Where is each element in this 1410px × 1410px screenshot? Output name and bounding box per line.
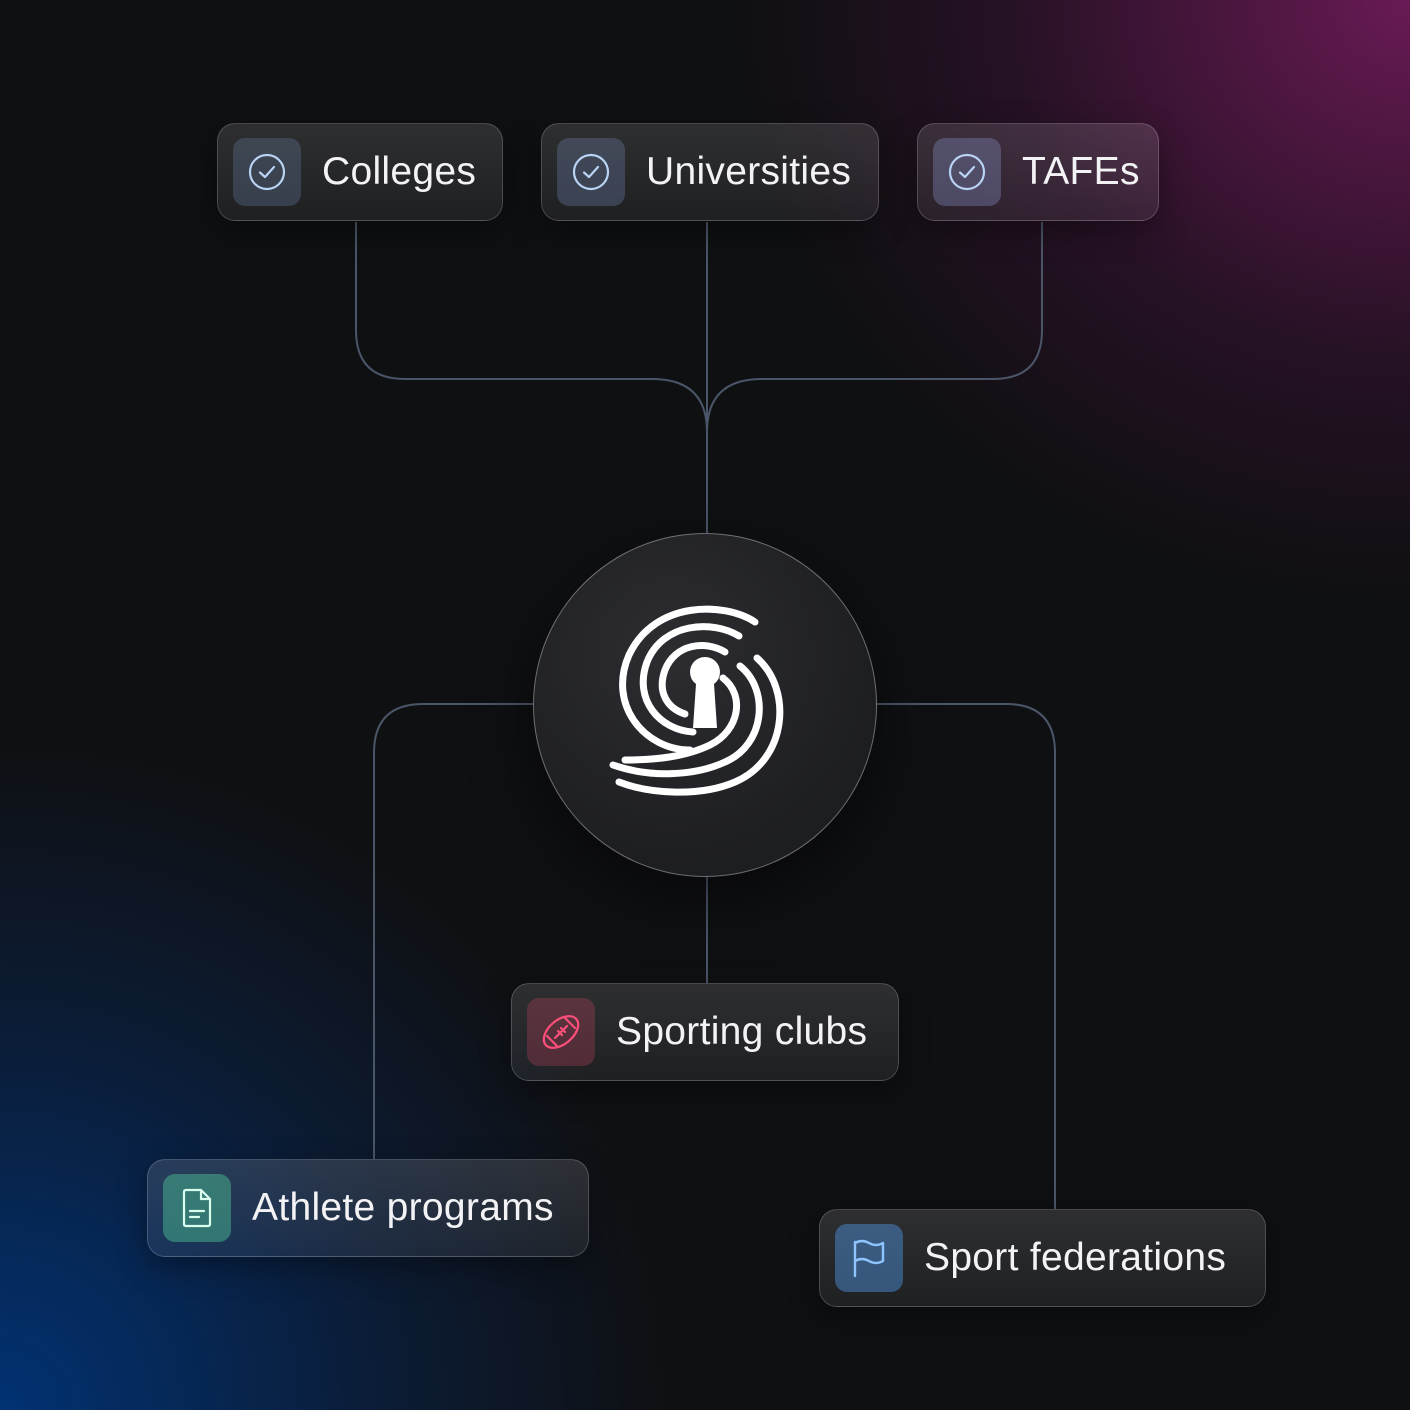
node-universities[interactable]: Universities: [541, 123, 879, 221]
flag-icon: [835, 1224, 903, 1292]
node-label: Sporting clubs: [616, 1010, 868, 1053]
document-icon: [163, 1174, 231, 1242]
node-colleges[interactable]: Colleges: [217, 123, 503, 221]
connector-colleges: [355, 222, 708, 433]
football-icon: [527, 998, 595, 1066]
connector-tafes: [706, 222, 1043, 433]
node-label: Sport federations: [924, 1236, 1227, 1279]
check-circle-icon: [557, 138, 625, 206]
check-circle-icon: [933, 138, 1001, 206]
node-label: Universities: [646, 150, 852, 193]
node-label: Athlete programs: [252, 1186, 554, 1229]
node-label: Colleges: [322, 150, 477, 193]
connector-sport-federations: [877, 703, 1056, 1209]
connector-athlete-programs: [373, 703, 533, 1159]
node-athlete-programs[interactable]: Athlete programs: [147, 1159, 589, 1257]
check-circle-icon: [233, 138, 301, 206]
node-sport-federations[interactable]: Sport federations: [819, 1209, 1266, 1307]
node-sporting-clubs[interactable]: Sporting clubs: [511, 983, 899, 1081]
spiral-keyhole-logo-icon: [609, 605, 784, 796]
node-label: TAFEs: [1022, 150, 1140, 193]
hub-logo[interactable]: [533, 533, 877, 877]
node-tafes[interactable]: TAFEs: [917, 123, 1159, 221]
